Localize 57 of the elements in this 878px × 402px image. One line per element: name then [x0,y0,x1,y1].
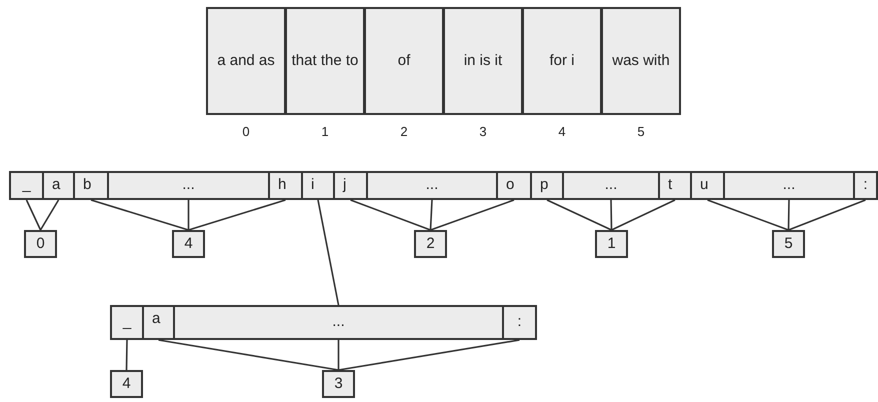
bucket-index-box: 4 [172,230,205,258]
bucket-index-box: 0 [24,230,57,258]
character-cell: _ [9,171,44,200]
character-cell: ... [107,171,270,200]
connector-line [26,200,42,230]
character-cell: j [333,171,368,200]
connector-line [430,199,514,231]
connector-line [126,340,128,370]
bucket-index-box: 4 [110,370,143,398]
connector-line [350,199,431,231]
character-cell: u [690,171,725,200]
index-label: 1 [320,124,330,139]
connector-line [188,200,190,230]
connector-line [788,199,866,231]
connector-line [188,199,286,231]
character-cell: a [142,305,175,340]
bucket-index-box: 1 [595,230,628,258]
connector-line [546,199,612,231]
character-cell: _ [110,305,144,340]
bucket-index-box: 2 [414,230,447,258]
character-cell: ... [723,171,855,200]
bucket-index-box: 5 [772,230,805,258]
connector-line [610,200,612,230]
word-bucket-cell: for i [522,7,602,115]
word-bucket-cell: was with [601,7,681,115]
connector-line [707,199,789,231]
character-cell: ... [366,171,498,200]
index-label: 2 [399,124,409,139]
character-cell: o [496,171,532,200]
word-bucket-cell: a and as [206,7,286,115]
index-label: 0 [241,124,251,139]
character-cell: b [73,171,109,200]
connector-line [788,200,790,230]
character-cell: : [502,305,537,340]
connector-line [338,340,340,370]
character-cell: h [268,171,303,200]
character-cell: t [658,171,692,200]
index-label: 4 [557,124,567,139]
bucket-index-box: 3 [322,370,355,398]
word-bucket-cell: in is it [443,7,523,115]
word-bucket-cell: of [364,7,444,115]
word-bucket-cell: that the to [285,7,365,115]
character-cell: : [853,171,878,200]
index-label: 3 [478,124,488,139]
character-cell: ... [173,305,504,340]
connector-line [338,339,520,371]
connector-line [40,200,60,230]
connector-line [430,200,433,230]
connector-line [611,199,676,231]
index-label: 5 [636,124,646,139]
connector-line [90,199,189,231]
connector-line [317,200,340,306]
character-cell: ... [562,171,660,200]
character-cell: p [530,171,564,200]
character-cell: i [301,171,335,200]
connector-line [158,339,339,371]
character-cell: a [42,171,75,200]
